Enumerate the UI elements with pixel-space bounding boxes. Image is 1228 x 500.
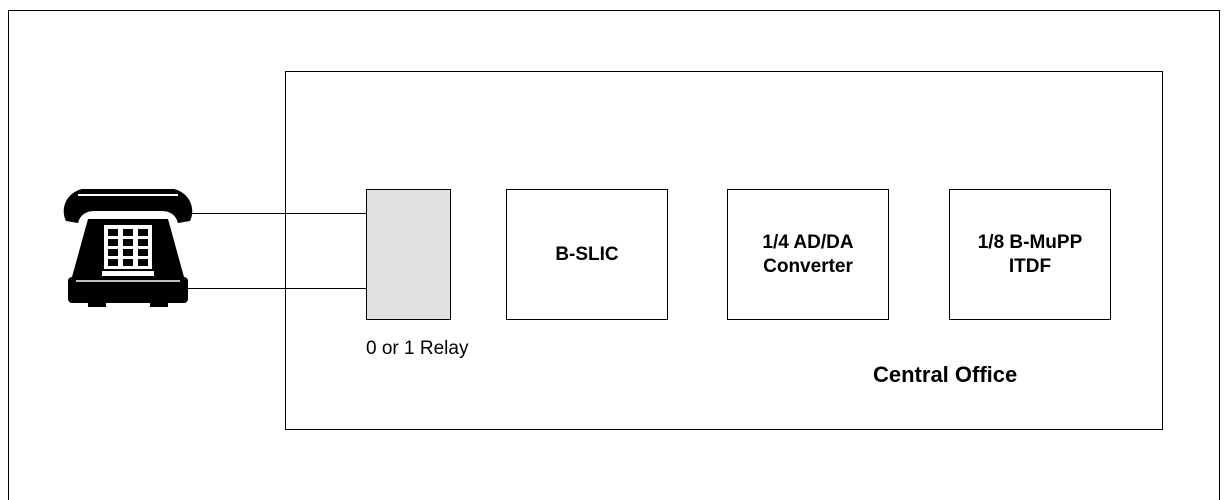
relay-box — [366, 189, 451, 320]
b-slic-label: B-SLIC — [555, 243, 619, 265]
relay-label: 0 or 1 Relay — [366, 338, 469, 359]
adda-converter-label: 1/4 AD/DA Converter — [762, 231, 854, 277]
b-mupp-itdf-block: 1/8 B-MuPP ITDF — [949, 189, 1111, 320]
b-slic-block: B-SLIC — [506, 189, 668, 320]
central-office-label: Central Office — [873, 362, 1018, 387]
central-office-box — [285, 71, 1163, 430]
wire-bottom — [176, 288, 367, 289]
telephone-icon — [63, 189, 193, 307]
wire-top — [192, 213, 367, 214]
b-mupp-itdf-label: 1/8 B-MuPP ITDF — [977, 231, 1083, 277]
outer-frame — [8, 10, 1220, 500]
adda-converter-block: 1/4 AD/DA Converter — [727, 189, 889, 320]
